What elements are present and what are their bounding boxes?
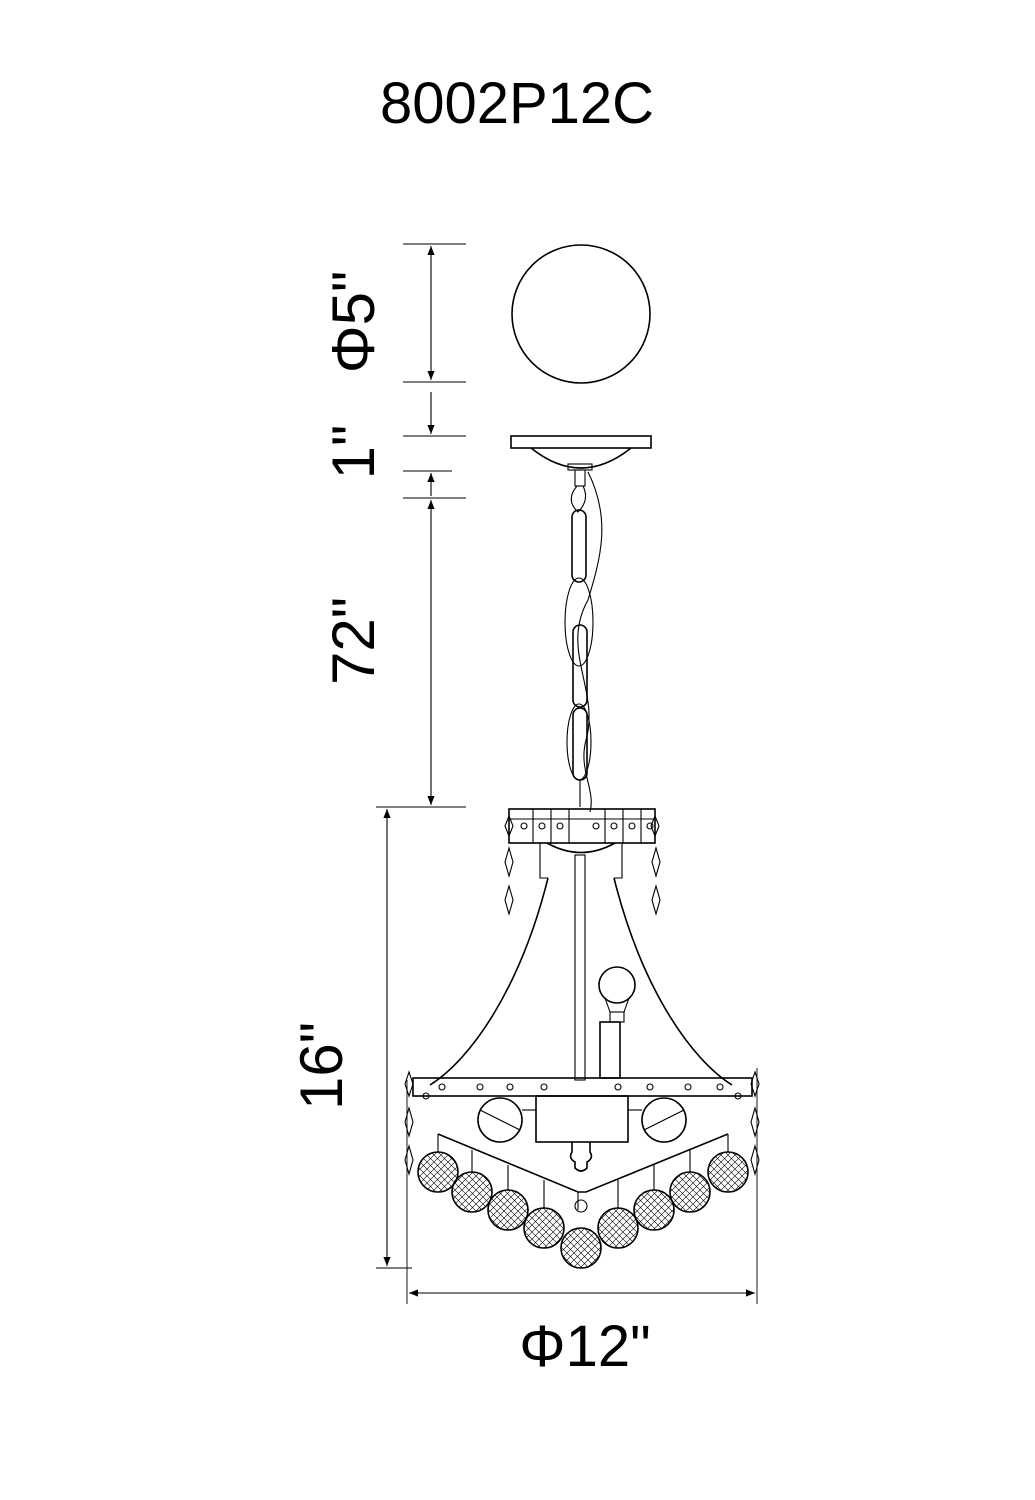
crown-rivets <box>520 822 654 830</box>
model-number: 8002P12C <box>380 71 654 136</box>
fixture-diameter-label: Φ12" <box>519 1314 650 1379</box>
crystal-ball <box>597 1180 639 1249</box>
canopy-height-label: 1" <box>320 425 387 480</box>
canopy-side-view <box>510 435 652 471</box>
crystal-ball <box>417 1134 459 1193</box>
canopy-top-view <box>511 244 651 384</box>
dimension-lines <box>376 243 758 1304</box>
crystal-ball <box>487 1165 529 1231</box>
crystal-ball <box>669 1150 711 1213</box>
ring-rivets <box>422 1083 742 1100</box>
crystal-ball <box>707 1134 749 1193</box>
crystal-balls <box>417 1134 749 1269</box>
chain <box>564 469 603 813</box>
crystal-ball <box>633 1165 675 1231</box>
crystal-ball <box>523 1180 565 1249</box>
crystal-ball <box>451 1150 493 1213</box>
fixture-height-label: 16" <box>288 1022 355 1110</box>
chain-length-label: 72" <box>320 597 387 685</box>
chandelier-fixture <box>404 808 760 1213</box>
canopy-diameter-label: Φ5" <box>320 271 387 374</box>
crystal-ball <box>560 1227 602 1269</box>
